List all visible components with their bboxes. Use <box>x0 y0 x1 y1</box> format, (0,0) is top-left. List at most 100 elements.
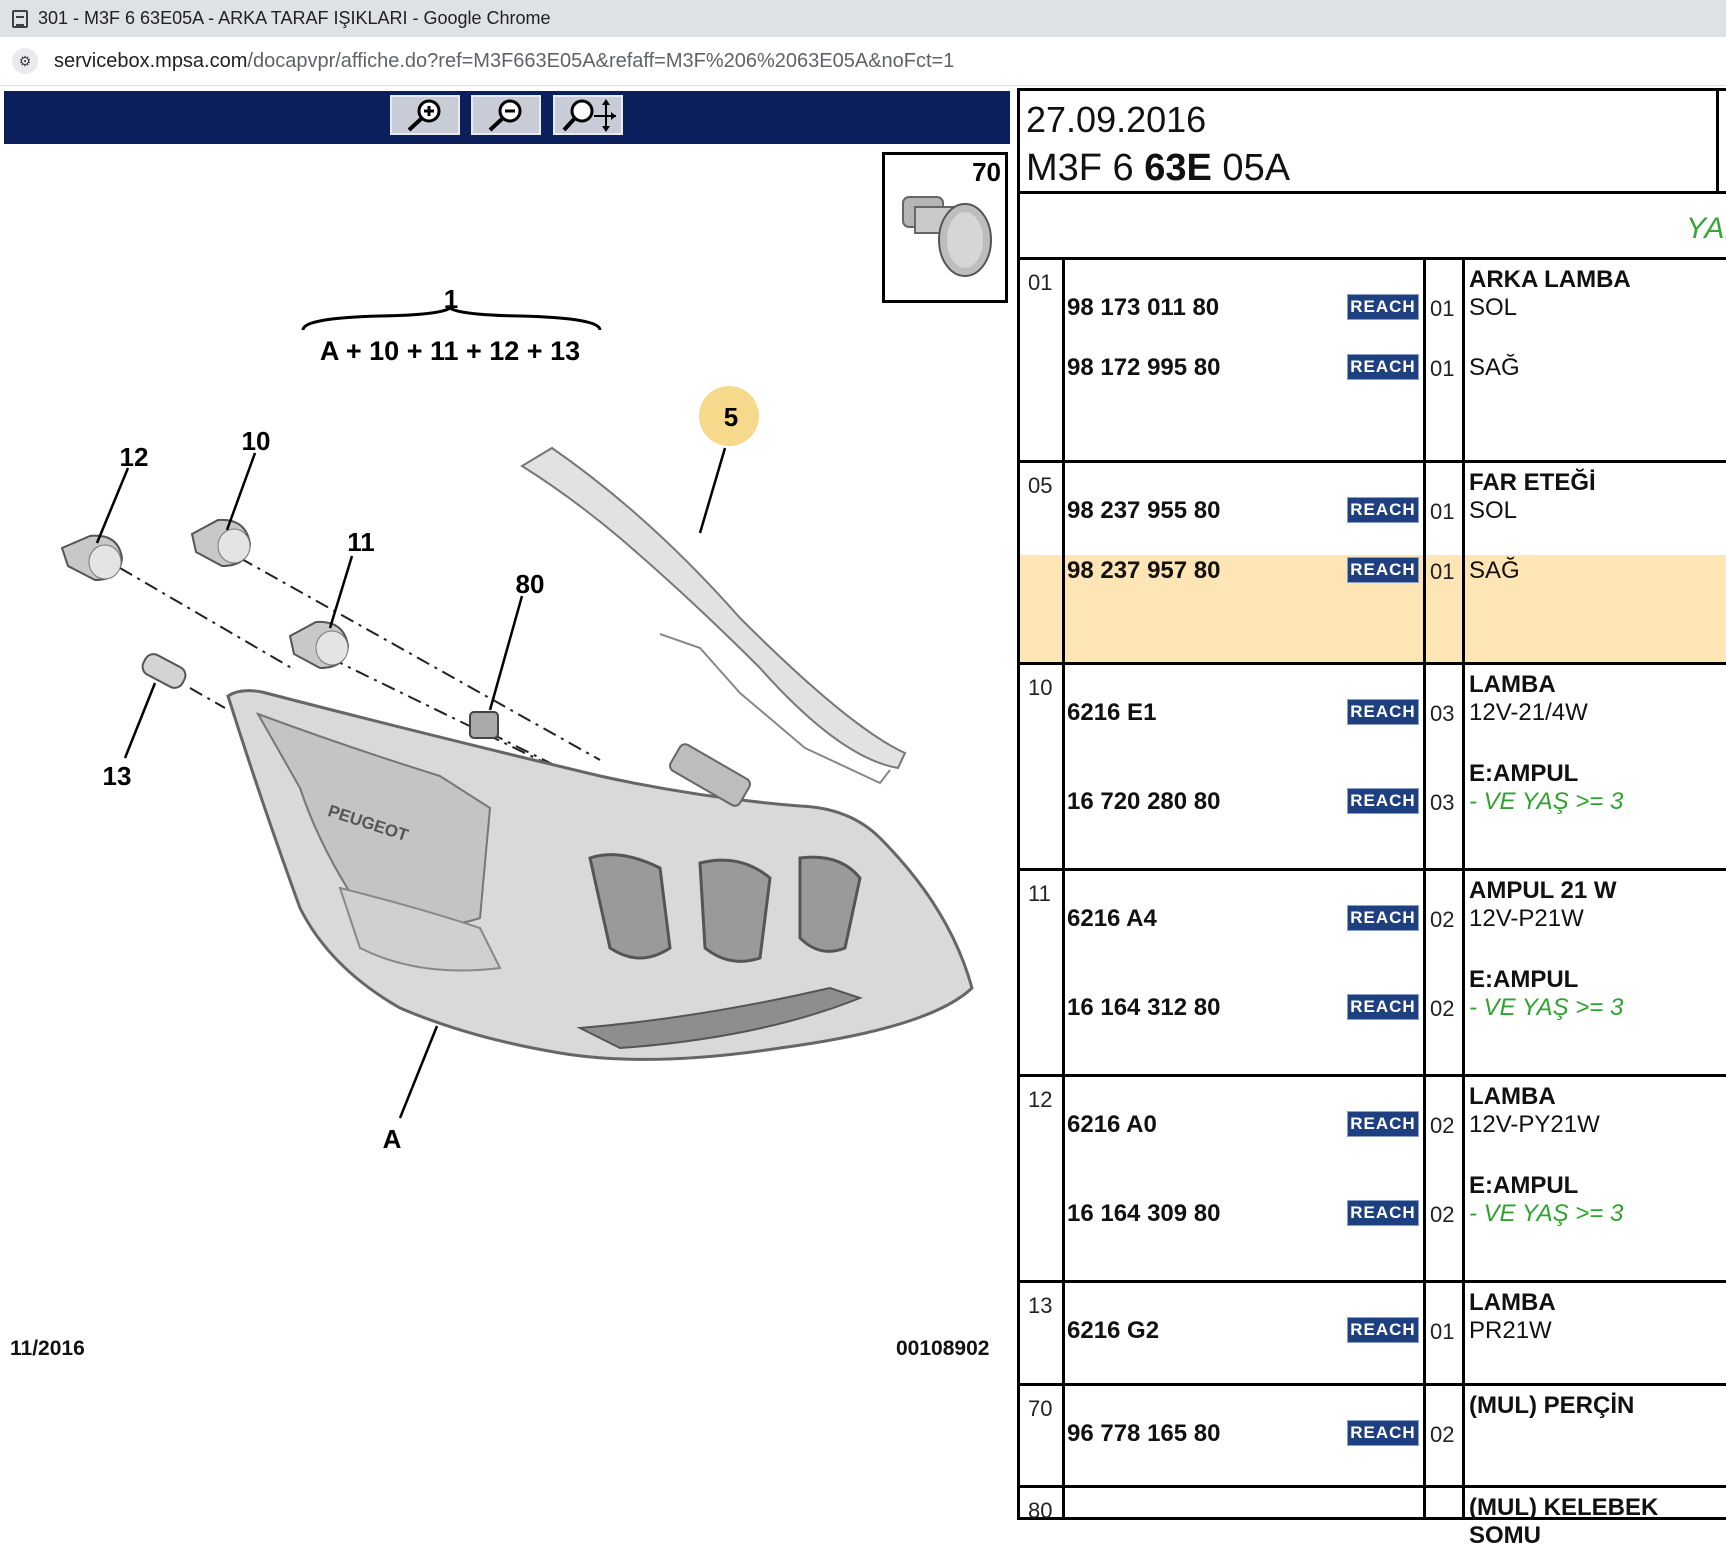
column-divider <box>1423 665 1426 868</box>
parts-subheader: YAI <box>1017 194 1726 260</box>
bulb-10[interactable] <box>190 518 252 568</box>
part-number[interactable]: 6216 A4 <box>1067 905 1157 932</box>
url-path[interactable]: /docapvpr/affiche.do?ref=M3F663E05A&refa… <box>247 49 955 72</box>
reach-badge[interactable]: REACH <box>1347 994 1419 1020</box>
header-reference: M3F 6 63E 05A <box>1026 147 1290 190</box>
group-formula: A + 10 + 11 + 12 + 13 <box>320 336 580 366</box>
selected-part-marker <box>699 386 759 446</box>
callout-12[interactable]: 12 <box>120 442 149 472</box>
part-title: AMPUL 21 W <box>1469 877 1617 904</box>
trim-5[interactable] <box>520 446 907 785</box>
part-quantity: 02 <box>1430 1422 1455 1447</box>
column-divider <box>1423 463 1426 662</box>
part-description: 12V-PY21W <box>1469 1111 1600 1138</box>
part-number[interactable]: 6216 E1 <box>1067 699 1157 726</box>
url-host[interactable]: servicebox.mpsa.com <box>54 49 248 72</box>
part-description: SOL <box>1469 294 1518 321</box>
column-divider <box>1062 1077 1065 1280</box>
part-position: 13 <box>1028 1293 1053 1318</box>
zoom-out-button[interactable] <box>471 95 541 135</box>
part-number[interactable]: 98 172 995 80 <box>1067 354 1221 381</box>
part-number[interactable]: 98 173 011 80 <box>1067 294 1220 321</box>
reach-badge[interactable]: REACH <box>1347 354 1419 380</box>
zoom-in-icon <box>407 99 441 132</box>
zoom-in-button[interactable] <box>390 95 460 135</box>
bulb-13[interactable] <box>139 651 188 691</box>
callout-11[interactable]: 11 <box>347 527 375 557</box>
ref-suffix: 05A <box>1211 147 1291 189</box>
callout-13[interactable]: 13 <box>103 761 132 791</box>
site-settings-icon[interactable]: ⚙ <box>12 48 38 74</box>
part-position: 10 <box>1028 675 1053 700</box>
diagram-date: 11/2016 <box>10 1337 85 1360</box>
reach-badge[interactable]: REACH <box>1347 1200 1419 1226</box>
column-divider <box>1062 665 1065 868</box>
reach-badge[interactable]: REACH <box>1347 699 1419 725</box>
column-divider <box>1462 260 1465 460</box>
part-number[interactable]: 96 778 165 80 <box>1067 1420 1221 1447</box>
part-number[interactable]: 98 237 955 80 <box>1067 497 1221 524</box>
part-description: SAĞ <box>1469 557 1520 584</box>
rivet-icon <box>902 196 992 277</box>
part-number[interactable]: 98 237 957 80 <box>1067 557 1221 584</box>
ref-bold: 63E <box>1144 147 1212 189</box>
column-divider <box>1462 665 1465 868</box>
part-number[interactable]: 6216 G2 <box>1067 1317 1160 1344</box>
inset-label: 70 <box>972 157 1001 187</box>
column-divider <box>1462 1077 1465 1280</box>
part-quantity: 02 <box>1430 1202 1455 1227</box>
callout-10[interactable]: 10 <box>242 426 271 456</box>
reach-badge[interactable]: REACH <box>1347 1317 1419 1343</box>
zoom-pan-button[interactable] <box>553 95 623 135</box>
part-quantity: 02 <box>1430 907 1455 932</box>
window-title: 301 - M3F 6 63E05A - ARKA TARAF IŞIKLARI… <box>38 8 551 28</box>
part-number[interactable]: 16 720 280 80 <box>1067 788 1221 815</box>
part-description: - VE YAŞ >= 3 <box>1469 1200 1624 1227</box>
reach-badge[interactable]: REACH <box>1347 557 1419 583</box>
part-title: LAMBA <box>1469 1083 1556 1110</box>
part-position: 12 <box>1028 1087 1053 1112</box>
part-number[interactable]: 16 164 309 80 <box>1067 1200 1221 1227</box>
part-title: (MUL) PERÇİN <box>1469 1392 1635 1419</box>
column-divider <box>1462 871 1465 1074</box>
reach-badge[interactable]: REACH <box>1347 1420 1419 1446</box>
reach-badge[interactable]: REACH <box>1347 294 1419 320</box>
part-description: SAĞ <box>1469 354 1520 381</box>
reach-badge[interactable]: REACH <box>1347 788 1419 814</box>
part-position: 01 <box>1028 270 1053 295</box>
part-quantity: 01 <box>1430 499 1455 524</box>
column-divider <box>1062 871 1065 1074</box>
callout-a[interactable]: A <box>383 1124 402 1154</box>
tail-lamp-assembly[interactable]: PEUGEOT <box>226 689 974 1061</box>
part-description: 12V-21/4W <box>1469 699 1588 726</box>
part-description: SOL <box>1469 497 1518 524</box>
column-divider <box>1423 1488 1426 1517</box>
part-row-80[interactable]: 80(MUL) KELEBEK SOMU <box>1020 1488 1726 1549</box>
column-divider <box>1423 1283 1426 1383</box>
part-number[interactable]: 6216 A0 <box>1067 1111 1157 1138</box>
clip-80[interactable] <box>469 711 499 739</box>
reach-badge[interactable]: REACH <box>1347 497 1419 523</box>
inset-part-70[interactable]: 70 <box>882 152 1008 303</box>
bulb-12[interactable] <box>60 534 124 582</box>
subheader-text: YAI <box>1686 212 1726 245</box>
zoom-pan-icon <box>562 99 616 132</box>
bulb-11[interactable] <box>288 620 350 670</box>
callout-80[interactable]: 80 <box>516 569 545 599</box>
callout-5[interactable]: 5 <box>724 402 738 432</box>
reach-badge[interactable]: REACH <box>1347 905 1419 931</box>
part-number[interactable]: 16 164 312 80 <box>1067 994 1221 1021</box>
column-divider <box>1462 463 1465 662</box>
address-bar[interactable]: ⚙ servicebox.mpsa.com/docapvpr/affiche.d… <box>0 37 1726 86</box>
column-divider <box>1423 871 1426 1074</box>
column-divider <box>1423 260 1426 460</box>
reach-badge[interactable]: REACH <box>1347 1111 1419 1137</box>
exploded-diagram[interactable]: 1 A + 10 + 11 + 12 + 13 PEUGEOT <box>0 148 1012 1388</box>
